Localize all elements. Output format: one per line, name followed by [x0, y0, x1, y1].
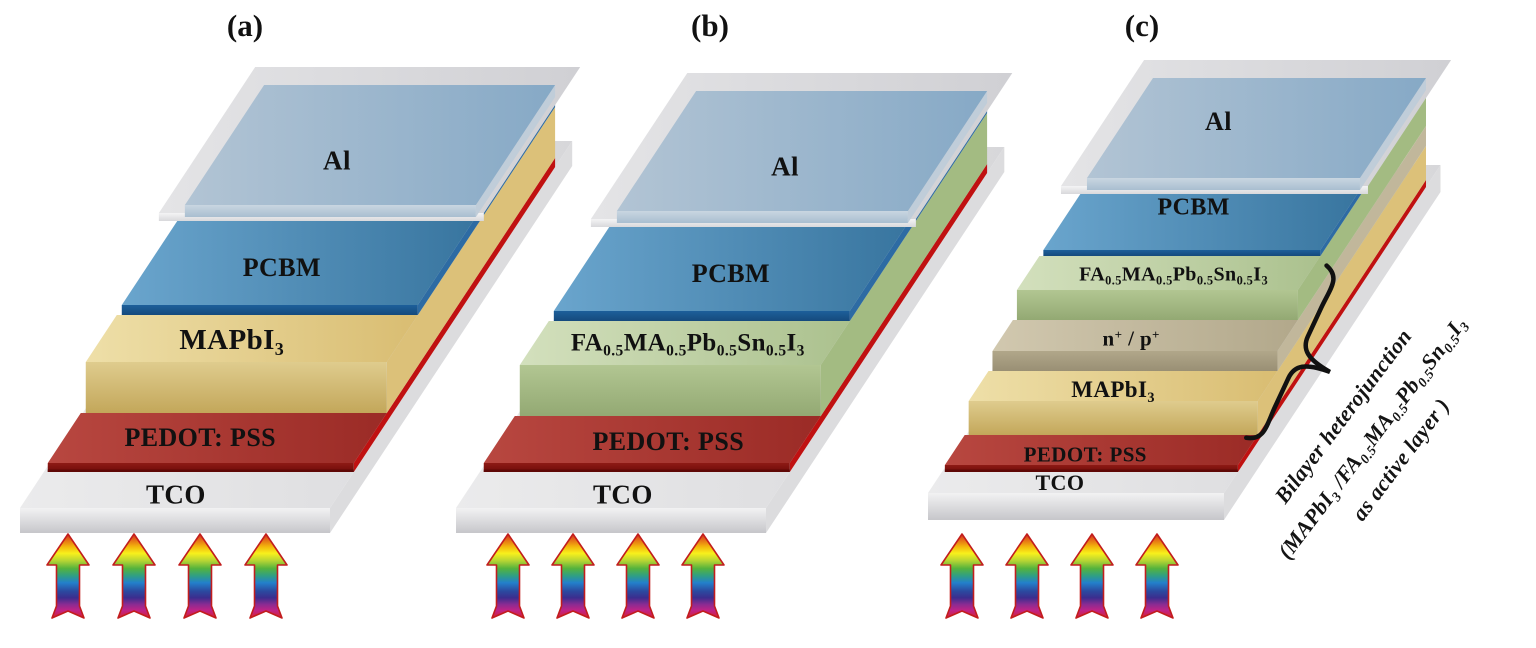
pedot-side-face — [789, 164, 988, 472]
stack-c-layer-pedot — [944, 180, 1426, 472]
pedot-side-face — [353, 158, 556, 472]
fa-top-face — [519, 321, 850, 365]
npp-side-face — [1277, 126, 1426, 371]
pedot-top-face — [47, 413, 387, 463]
device-stacks — [20, 60, 1452, 533]
mapbi3-side-face — [386, 107, 556, 413]
stack-c-layer-npp — [992, 126, 1426, 371]
fa-front-face — [1016, 290, 1298, 320]
al-front-face — [1086, 178, 1360, 190]
tco-side-face — [330, 141, 573, 533]
npp-front-face — [992, 351, 1278, 371]
light-arrow — [46, 533, 90, 619]
stack-c-layer-mapbi3 — [968, 146, 1426, 435]
pedot-top-face — [944, 435, 1258, 465]
pcbm-top-face — [1043, 190, 1360, 250]
mapbi3-front-face — [968, 401, 1258, 435]
tco-side-face — [766, 147, 1005, 533]
light-arrow — [1005, 533, 1049, 619]
bilayer-brace — [1244, 263, 1336, 441]
fa-front-face — [519, 365, 821, 416]
stack-a-layer-mapbi3 — [85, 107, 556, 413]
pcbm-front-face — [1043, 250, 1321, 256]
light-arrow — [1135, 533, 1179, 619]
light-arrow — [112, 533, 156, 619]
stack-b-layer-fa — [519, 113, 988, 416]
tco-front-face — [20, 508, 330, 533]
tco-front-face — [928, 493, 1224, 520]
panel-title-b: (b) — [691, 8, 729, 43]
mapbi3-top-face — [85, 315, 418, 362]
light-arrow — [486, 533, 530, 619]
stack-b-layer-al — [590, 73, 1013, 227]
light-arrow — [616, 533, 660, 619]
light-arrow — [1070, 533, 1114, 619]
light-arrows — [46, 533, 1179, 619]
stack-a-layer-al — [158, 67, 581, 221]
al-side-face — [475, 85, 556, 217]
light-arrow — [551, 533, 595, 619]
pedot-side-face — [1237, 180, 1426, 472]
mapbi3-top-face — [968, 371, 1278, 401]
mapbi3-front-face — [85, 362, 387, 413]
stack-c-layer-al — [1060, 60, 1452, 194]
light-arrow — [681, 533, 725, 619]
pedot-front-face — [47, 463, 354, 472]
al-side-face — [907, 91, 988, 223]
fa-side-face — [820, 113, 988, 416]
light-arrow — [940, 533, 984, 619]
al-side-face — [1360, 78, 1426, 190]
tco-side-face — [1224, 165, 1441, 520]
pcbm-top-face — [553, 223, 908, 311]
pcbm-top-face — [121, 217, 476, 305]
pcbm-front-face — [121, 305, 418, 315]
panel-title-a: (a) — [226, 8, 264, 43]
mapbi3-side-face — [1257, 146, 1426, 435]
tco-front-face — [456, 508, 766, 533]
pedot-front-face — [944, 465, 1238, 472]
npp-top-face — [992, 320, 1298, 351]
pedot-edge-line — [47, 469, 354, 472]
stack-a-layer-pedot — [47, 158, 556, 472]
al-front-face — [616, 211, 908, 223]
stack-c-layer-fa — [1016, 96, 1426, 320]
panel-title-c: (c) — [1124, 8, 1160, 43]
fa-top-face — [1016, 256, 1321, 290]
pedot-front-face — [483, 463, 790, 472]
al-top-face — [184, 85, 556, 205]
pcbm-front-face — [553, 311, 850, 321]
pedot-edge-line — [944, 469, 1238, 472]
al-front-face — [184, 205, 476, 217]
pedot-edge-line — [483, 469, 790, 472]
stack-b-layer-pedot — [483, 164, 988, 472]
fa-side-face — [1297, 96, 1426, 320]
pedot-top-face — [483, 416, 821, 463]
al-top-face — [616, 91, 988, 211]
light-arrow — [244, 533, 288, 619]
al-top-face — [1087, 78, 1426, 178]
light-arrow — [178, 533, 222, 619]
